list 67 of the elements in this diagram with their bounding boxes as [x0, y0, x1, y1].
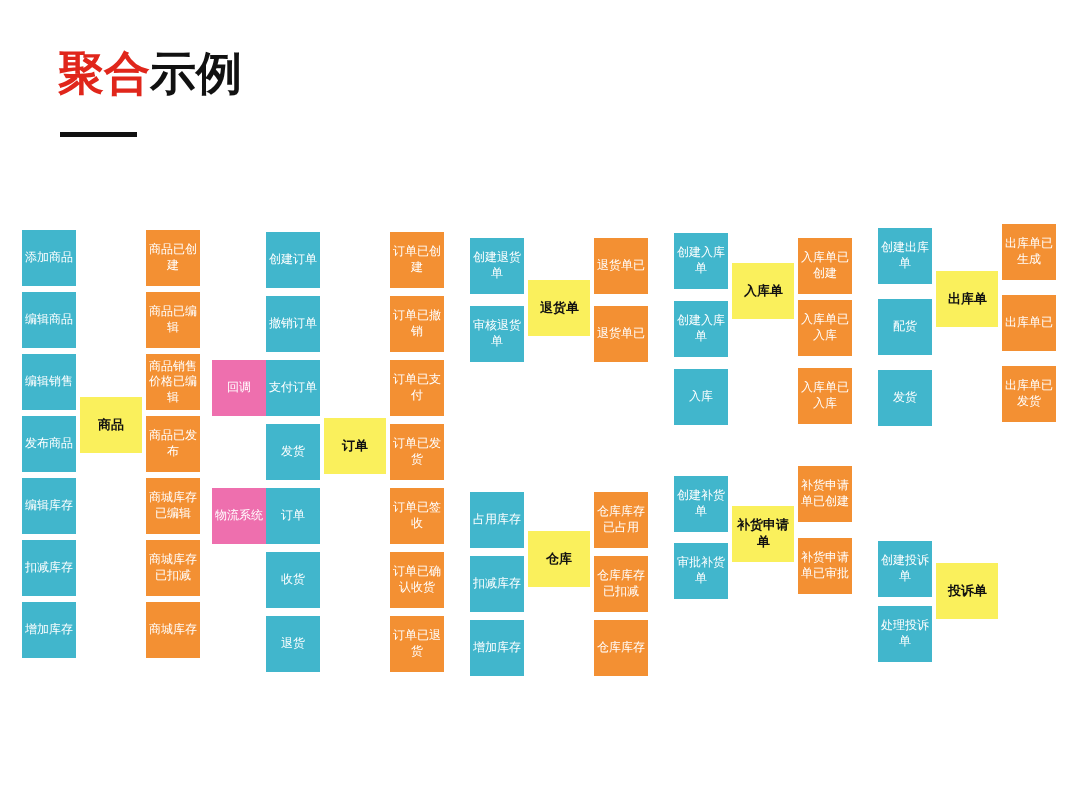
sticky-note: 订单已创建	[390, 232, 444, 288]
sticky-note: 物流系统	[212, 488, 266, 544]
sticky-note: 发布商品	[22, 416, 76, 472]
sticky-note: 仓库库存	[594, 620, 648, 676]
sticky-note: 编辑商品	[22, 292, 76, 348]
sticky-note: 撤销订单	[266, 296, 320, 352]
sticky-note: 出库单	[936, 271, 998, 327]
sticky-note: 补货申请单	[732, 506, 794, 562]
sticky-note: 增加库存	[22, 602, 76, 658]
sticky-note: 订单已签收	[390, 488, 444, 544]
sticky-note: 回调	[212, 360, 266, 416]
sticky-note: 入库	[674, 369, 728, 425]
slide-title: 聚合示例	[58, 46, 242, 102]
sticky-note: 商品已发布	[146, 416, 200, 472]
sticky-note: 创建出库单	[878, 228, 932, 284]
sticky-note: 退货单	[528, 280, 590, 336]
sticky-note: 投诉单	[936, 563, 998, 619]
sticky-note: 支付订单	[266, 360, 320, 416]
sticky-note: 入库单已入库	[798, 300, 852, 356]
sticky-note: 订单已确认收货	[390, 552, 444, 608]
sticky-note: 仓库	[528, 531, 590, 587]
sticky-note: 商城库存	[146, 602, 200, 658]
sticky-note: 创建入库单	[674, 233, 728, 289]
sticky-note: 退货单已	[594, 238, 648, 294]
sticky-note: 商城库存已扣减	[146, 540, 200, 596]
sticky-note: 审批补货单	[674, 543, 728, 599]
sticky-note: 扣减库存	[470, 556, 524, 612]
sticky-note: 创建投诉单	[878, 541, 932, 597]
sticky-note: 出库单已生成	[1002, 224, 1056, 280]
sticky-note: 商品销售价格已编辑	[146, 354, 200, 410]
sticky-note: 扣减库存	[22, 540, 76, 596]
sticky-note: 退货单已	[594, 306, 648, 362]
sticky-note: 处理投诉单	[878, 606, 932, 662]
sticky-note: 出库单已发货	[1002, 366, 1056, 422]
sticky-note: 订单	[324, 418, 386, 474]
sticky-note: 商品已编辑	[146, 292, 200, 348]
sticky-note: 仓库库存已占用	[594, 492, 648, 548]
sticky-note: 商城库存已编辑	[146, 478, 200, 534]
sticky-note: 入库单已入库	[798, 368, 852, 424]
sticky-note: 订单	[266, 488, 320, 544]
sticky-note: 入库单	[732, 263, 794, 319]
sticky-note: 增加库存	[470, 620, 524, 676]
sticky-note: 审核退货单	[470, 306, 524, 362]
sticky-note: 订单已支付	[390, 360, 444, 416]
sticky-note: 创建退货单	[470, 238, 524, 294]
sticky-note: 订单已撤销	[390, 296, 444, 352]
sticky-note: 补货申请单已审批	[798, 538, 852, 594]
sticky-note: 创建补货单	[674, 476, 728, 532]
sticky-note: 收货	[266, 552, 320, 608]
sticky-note: 创建订单	[266, 232, 320, 288]
sticky-note: 出库单已	[1002, 295, 1056, 351]
sticky-note: 仓库库存已扣减	[594, 556, 648, 612]
sticky-note: 商品	[80, 397, 142, 453]
sticky-note: 订单已发货	[390, 424, 444, 480]
sticky-note: 编辑库存	[22, 478, 76, 534]
sticky-note: 退货	[266, 616, 320, 672]
sticky-note: 商品已创建	[146, 230, 200, 286]
sticky-note: 发货	[878, 370, 932, 426]
sticky-note: 补货申请单已创建	[798, 466, 852, 522]
sticky-note: 入库单已创建	[798, 238, 852, 294]
sticky-note: 发货	[266, 424, 320, 480]
sticky-note: 创建入库单	[674, 301, 728, 357]
sticky-note: 订单已退货	[390, 616, 444, 672]
sticky-note: 编辑销售	[22, 354, 76, 410]
sticky-note: 配货	[878, 299, 932, 355]
sticky-note: 添加商品	[22, 230, 76, 286]
sticky-note: 占用库存	[470, 492, 524, 548]
